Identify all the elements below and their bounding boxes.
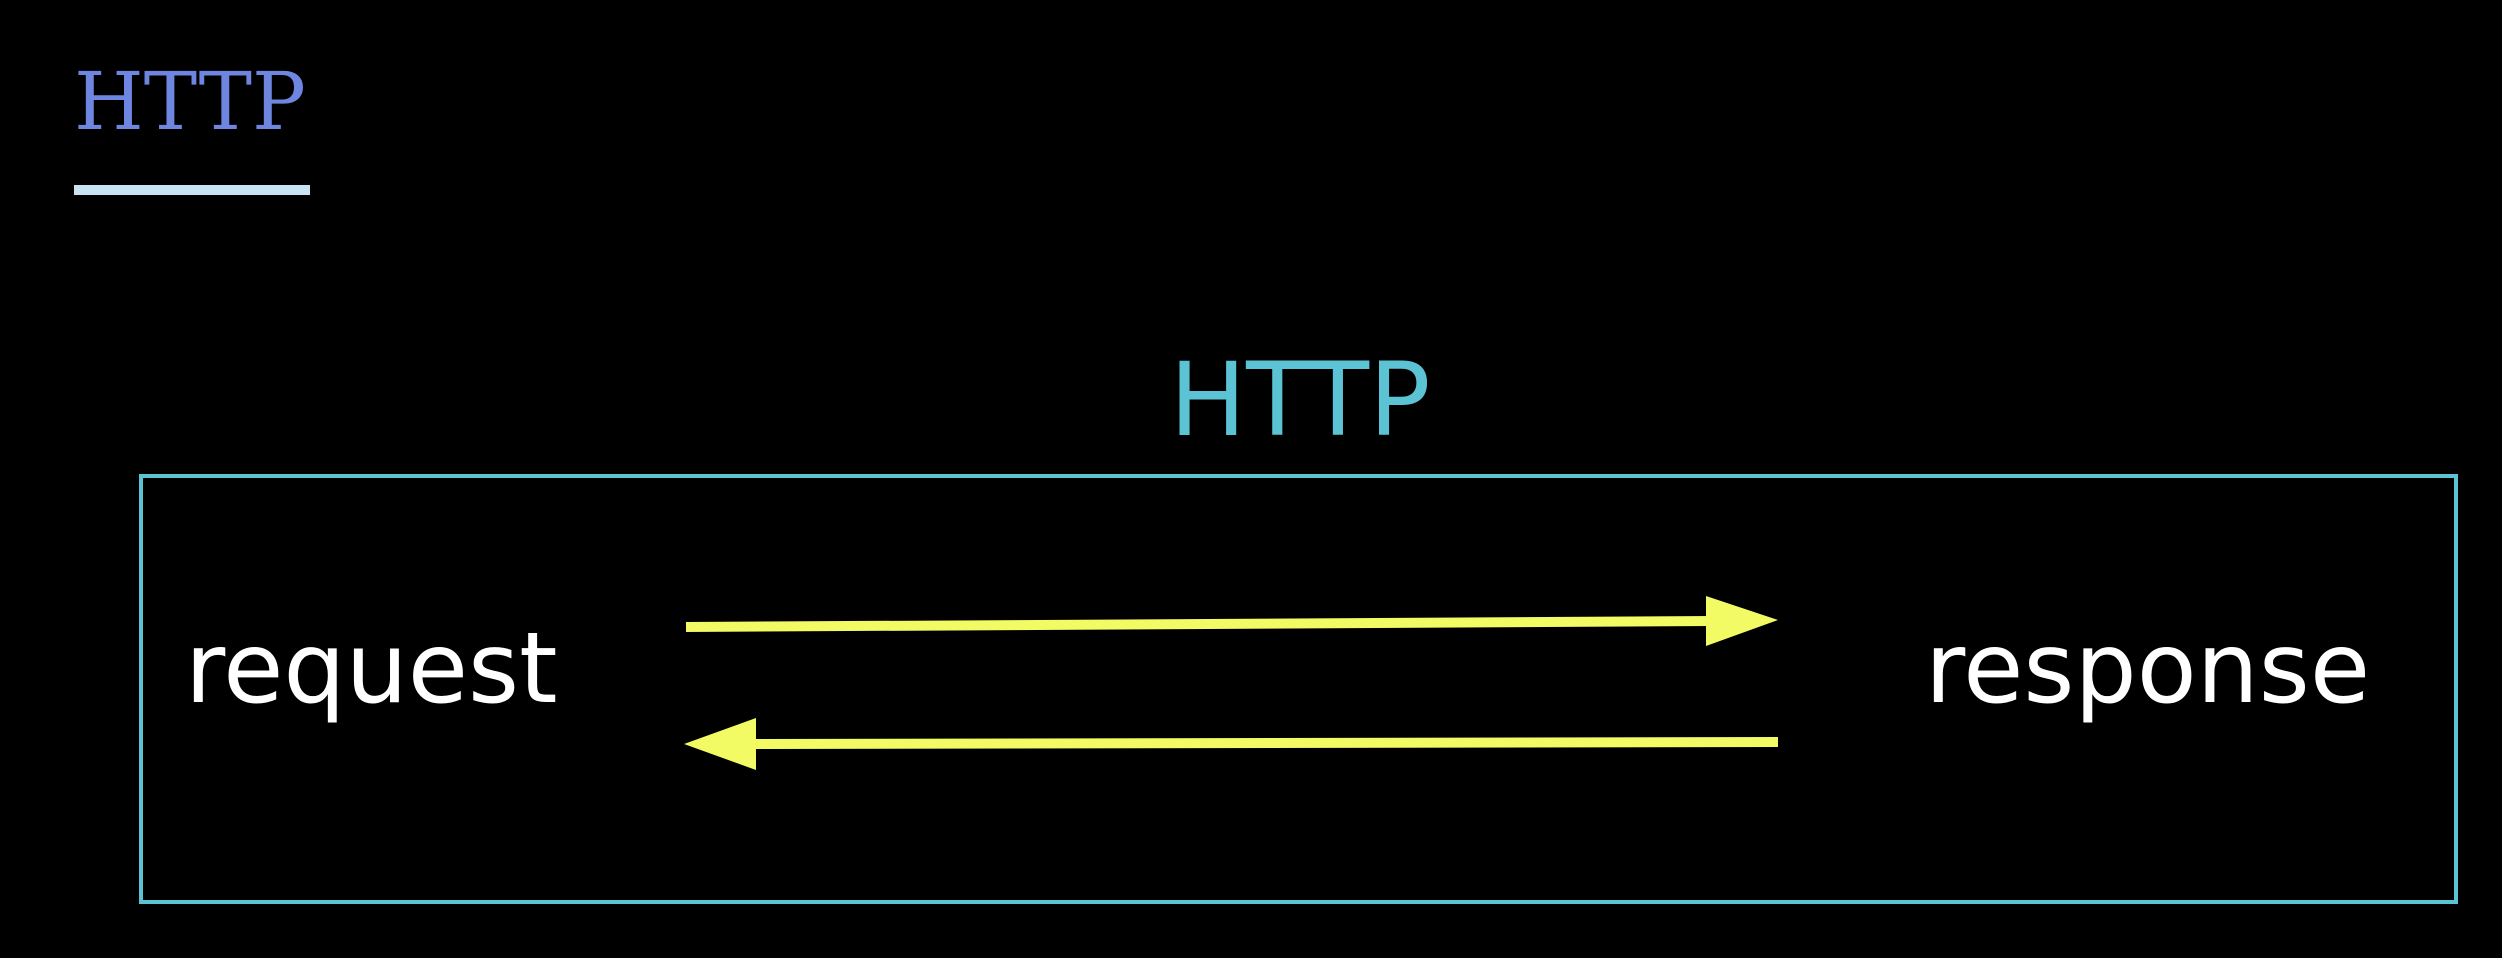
request-label: request [185,612,558,726]
title-underline [74,185,310,195]
request-arrowhead [1706,596,1778,646]
response-arrow-shaft [751,737,1779,749]
request-arrow [685,596,1778,646]
slide-title: HTTP [74,55,306,148]
diagram-label: HTTP [1169,341,1431,460]
protocol-box [139,474,2458,904]
response-label: response [1925,612,2371,726]
response-arrow [684,718,1779,770]
response-arrowhead [684,718,756,770]
request-arrow-shaft [685,616,1713,632]
